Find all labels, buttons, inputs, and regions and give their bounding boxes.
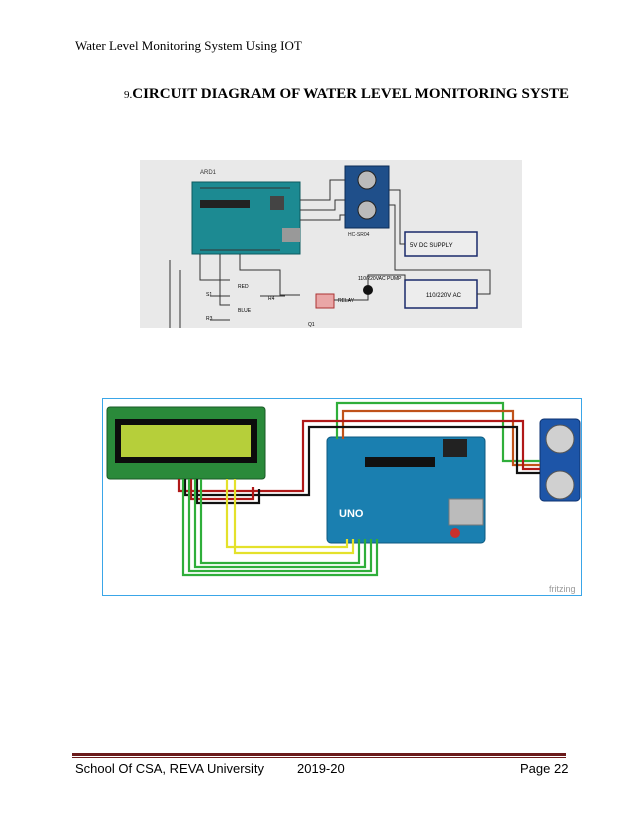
relay-label: RELAY bbox=[338, 298, 355, 304]
section-title: 9.CIRCUIT DIAGRAM OF WATER LEVEL MONITOR… bbox=[124, 86, 569, 103]
sensor-label: HC-SR04 bbox=[348, 232, 370, 238]
supply-ac-box bbox=[404, 279, 478, 309]
pump-label: 110/220VAC PUMP bbox=[358, 276, 402, 282]
board-name: UNO bbox=[339, 508, 364, 520]
pump-symbol bbox=[363, 285, 373, 295]
footer-institution: School Of CSA, REVA University bbox=[75, 761, 265, 776]
supply-ac-label: 110/220V AC bbox=[426, 293, 462, 299]
footer-rule-thin bbox=[72, 757, 566, 758]
schematic-svg: ARD1 HC-SR04 5V DC SUPPLY 110/220V AC 11… bbox=[140, 160, 522, 328]
power-jack bbox=[443, 439, 467, 457]
resistor-r3-label: R3 bbox=[206, 316, 213, 322]
schematic-wires bbox=[169, 179, 491, 328]
schematic-figure: ARD1 HC-SR04 5V DC SUPPLY 110/220V AC 11… bbox=[140, 160, 522, 328]
microcontroller bbox=[365, 457, 435, 467]
footer-page-number: Page 22 bbox=[520, 761, 569, 776]
blue-led-label: BLUE bbox=[238, 308, 252, 314]
relay-symbol bbox=[315, 293, 335, 309]
section-number: 9. bbox=[124, 89, 133, 101]
mcu-chip bbox=[200, 200, 250, 208]
running-header: Water Level Monitoring System Using IOT bbox=[75, 38, 302, 53]
footer-year: 2019-20 bbox=[297, 761, 345, 776]
breadboard-figure: UNO fritzing bbox=[102, 398, 582, 596]
jumper-wires bbox=[177, 401, 540, 577]
usb-port bbox=[282, 228, 300, 242]
board-label: ARD1 bbox=[200, 170, 217, 176]
resistor-r4-label: R4 bbox=[268, 296, 275, 302]
supply-5v-label: 5V DC SUPPLY bbox=[410, 243, 453, 249]
section-title-text: CIRCUIT DIAGRAM OF WATER LEVEL MONITORIN… bbox=[132, 86, 570, 102]
transistor-label: Q1 bbox=[308, 322, 315, 328]
arduino-board bbox=[191, 181, 301, 255]
usb-connector bbox=[448, 498, 484, 526]
breadboard-svg: UNO fritzing bbox=[106, 401, 581, 594]
footer-rule-thick bbox=[72, 753, 566, 756]
switch-label: S1 bbox=[206, 292, 212, 298]
reset-button bbox=[450, 528, 460, 538]
red-led-label: RED bbox=[238, 284, 249, 290]
fritzing-watermark: fritzing bbox=[549, 584, 576, 594]
lcd-screen bbox=[121, 425, 251, 457]
